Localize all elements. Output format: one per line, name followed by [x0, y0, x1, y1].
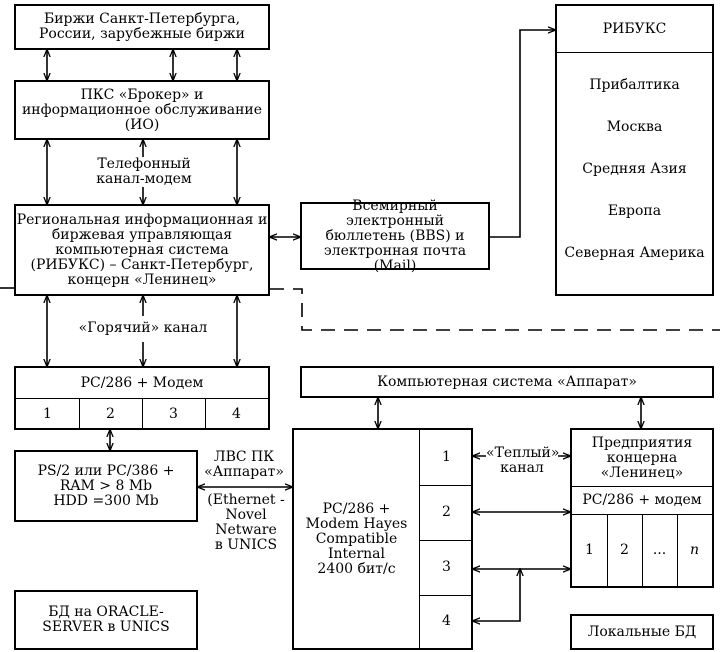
- region-item: Средняя Азия: [582, 160, 687, 177]
- bbs-text: Всемирный электронный бюллетень (BBS) и …: [323, 197, 467, 274]
- oracle-box: БД на ORACLE- SERVER в UNICS: [14, 590, 198, 650]
- port-separator: [419, 540, 472, 541]
- ribuks-main-box: Региональная информационная и биржевая у…: [14, 204, 270, 296]
- port-separator: [642, 514, 643, 586]
- local-db-box: Локальные БД: [570, 614, 714, 650]
- apparat-pc-text: PC/286 + Modem Hayes Compatible Internal…: [305, 500, 408, 577]
- port-separator: [607, 514, 608, 586]
- lan-label: ЛВС ПК «Аппарат»: [204, 449, 284, 480]
- port-separator: [419, 595, 472, 596]
- apparat-port: 2: [442, 504, 451, 520]
- phone-channel-label: Телефонный канал-модем: [96, 156, 192, 187]
- port-separator: [205, 398, 206, 430]
- enterprises-divider-1: [572, 486, 712, 487]
- pc286-port: 2: [106, 406, 115, 422]
- apparat-port: 4: [442, 613, 451, 629]
- apparat-port: 1: [442, 449, 451, 465]
- port-separator: [677, 514, 678, 586]
- pks-box: ПКС «Брокер» и информационное обслуживан…: [14, 80, 270, 140]
- enterprises-title: Предприятия концерна «Ленинец»: [591, 434, 693, 481]
- ribuks-regions-title: РИБУКС: [602, 20, 667, 37]
- warm-channel-label: «Теплый» канал: [486, 445, 560, 476]
- apparat-port-column: [419, 430, 420, 648]
- region-item: Москва: [606, 118, 663, 135]
- region-item: Европа: [607, 202, 662, 219]
- region-item: Северная Америка: [564, 244, 705, 261]
- enterprise-port: n: [689, 542, 700, 558]
- port-separator: [79, 398, 80, 430]
- region-item: Прибалтика: [589, 76, 680, 93]
- ribuks-regions-divider: [557, 52, 712, 53]
- pc286-port: 4: [232, 406, 241, 422]
- bbs-box: Всемирный электронный бюллетень (BBS) и …: [300, 197, 490, 274]
- pc286-modem-title: PC/286 + Модем: [80, 374, 204, 391]
- link-port4: [473, 569, 520, 621]
- ps2-box: PS/2 или PC/386 + RAM > 8 Mb HDD =300 Mb: [14, 450, 198, 522]
- exchanges-text: Биржи Санкт-Петербурга, России, зарубежн…: [38, 11, 245, 42]
- boundary-dashed-2: [270, 288, 720, 331]
- port-separator: [142, 398, 143, 430]
- port-separator: [419, 485, 472, 486]
- pc286-port: 1: [43, 406, 52, 422]
- pc286-modem-box: PC/286 + Модем 1 2 3 4: [14, 366, 270, 430]
- apparat-system-text: Компьютерная система «Аппарат»: [377, 373, 637, 390]
- ethernet-label: (Ethernet - Novel Netware в UNICS: [207, 492, 285, 553]
- pks-text: ПКС «Брокер» и информационное обслуживан…: [21, 86, 263, 133]
- link-bbs-regions: [490, 30, 555, 238]
- enterprise-port: 1: [585, 542, 594, 558]
- enterprises-box: Предприятия концерна «Ленинец» PC/286 + …: [570, 428, 714, 588]
- apparat-port: 3: [442, 559, 451, 575]
- apparat-pc-box: PC/286 + Modem Hayes Compatible Internal…: [292, 428, 473, 650]
- local-db-text: Локальные БД: [587, 623, 697, 640]
- exchanges-box: Биржи Санкт-Петербурга, России, зарубежн…: [14, 4, 270, 50]
- enterprise-port: ...: [652, 542, 667, 558]
- ribuks-main-text: Региональная информационная и биржевая у…: [16, 211, 268, 288]
- pc286-port: 3: [169, 406, 178, 422]
- ps2-text: PS/2 или PC/386 + RAM > 8 Mb HDD =300 Mb: [37, 462, 175, 509]
- enterprise-port: 2: [620, 542, 629, 558]
- apparat-system-box: Компьютерная система «Аппарат»: [300, 366, 714, 398]
- enterprises-sub: PC/286 + модем: [582, 491, 702, 508]
- hot-channel-label: «Горячий» канал: [74, 321, 212, 336]
- ribuks-regions-box: РИБУКС Прибалтика Москва Средняя Азия Ев…: [555, 4, 714, 296]
- oracle-text: БД на ORACLE- SERVER в UNICS: [42, 604, 170, 635]
